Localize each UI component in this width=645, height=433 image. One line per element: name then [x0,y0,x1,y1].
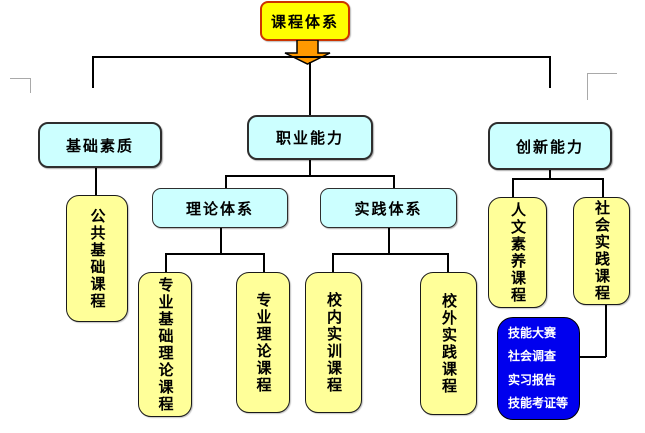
node-public-basic-courses: 公共基础课程 [66,195,128,322]
note-line: 技能大赛 [508,325,557,340]
connector [225,175,227,188]
node-practice-system: 实践体系 [320,188,457,228]
node-on-campus-training-courses: 校内实训课程 [305,272,362,413]
connector [220,228,222,253]
node-label: 校内实训课程 [325,291,343,394]
node-label: 基础素质 [65,136,134,155]
connector [92,56,550,58]
connector [549,170,551,178]
corner-bracket-right [587,73,617,100]
node-label: 理论体系 [185,199,254,218]
connector [309,62,311,115]
connector [512,178,514,197]
connector [165,253,263,255]
note-line: 社会调查 [508,349,557,364]
node-label: 人文素养课程 [509,201,527,304]
connector [165,253,167,272]
node-label: 专业基础理论课程 [156,276,175,413]
connector [92,56,94,88]
connector [580,356,606,358]
note-line: 技能考证等 [508,395,569,410]
connector [332,253,447,255]
node-curriculum-system: 课程体系 [260,1,350,41]
connector [447,253,449,272]
node-off-campus-practice-courses: 校外实践课程 [420,272,477,415]
corner-bracket-left [10,78,31,93]
node-innovation-ability: 创新能力 [488,122,612,170]
down-arrow-icon [284,40,331,65]
node-label: 职业能力 [275,129,344,147]
connector [549,56,551,88]
note-skills-activities: 技能大赛 社会调查 实习报告 技能考证等 [497,317,580,420]
connector [263,253,265,272]
connector [605,305,607,357]
node-humanities-quality-courses: 人文素养课程 [488,197,547,308]
node-major-theory-courses: 专业理论课程 [236,272,290,413]
connector [95,168,97,195]
node-label: 课程体系 [270,12,339,31]
node-theory-system: 理论体系 [152,188,288,228]
node-label: 校外实践课程 [440,292,458,395]
node-label: 专业理论课程 [254,291,273,394]
connector [393,175,395,188]
node-basic-quality: 基础素质 [38,122,162,168]
connector [309,160,311,175]
connector [225,175,393,177]
node-label: 社会实践课程 [593,200,611,302]
connector [602,178,604,197]
node-vocational-ability: 职业能力 [247,115,373,160]
node-label: 创新能力 [515,137,584,156]
note-line: 实习报告 [508,372,557,387]
connector [512,178,602,180]
node-social-practice-courses: 社会实践课程 [573,197,630,305]
node-label: 公共基础课程 [88,207,107,310]
connector [332,253,334,272]
node-label: 实践体系 [354,199,423,218]
node-major-basic-theory-courses: 专业基础理论课程 [138,272,192,417]
connector [388,228,390,253]
